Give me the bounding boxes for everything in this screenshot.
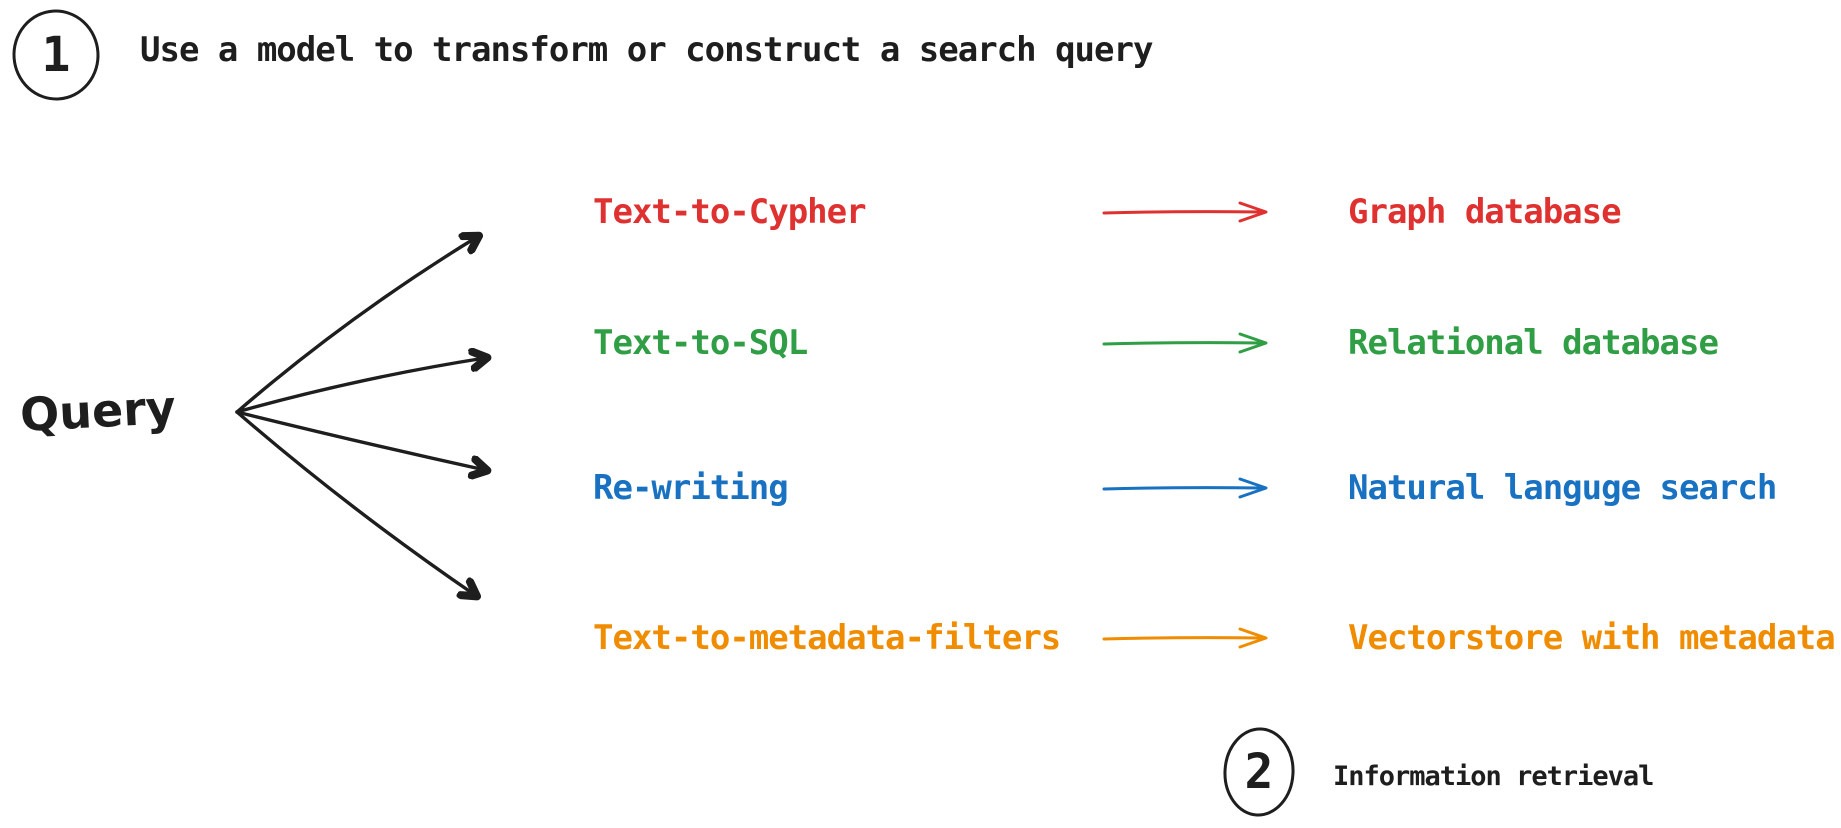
right-arrow-icon — [1102, 201, 1268, 223]
target-label: Natural languge search — [1348, 468, 1777, 508]
step-2-badge: 2 — [1220, 726, 1298, 818]
step-2-number: 2 — [1244, 744, 1274, 800]
step-1-number: 1 — [41, 27, 71, 83]
right-arrow-icon — [1102, 627, 1268, 649]
target-label: Relational database — [1348, 323, 1719, 363]
fan-arrow-to-row-1 — [235, 237, 477, 414]
query-label: Query — [18, 379, 178, 443]
right-arrow-icon — [1102, 477, 1268, 499]
target-label: Vectorstore with metadata — [1348, 618, 1836, 658]
row-text-to-metadata-filters: Text-to-metadata-filters Vectorstore wit… — [0, 616, 1841, 660]
row-text-to-sql: Text-to-SQL Relational database — [0, 321, 1841, 365]
fan-arrow-to-row-2 — [235, 358, 485, 414]
method-label: Re-writing — [593, 468, 789, 508]
step-2-circle — [1223, 727, 1295, 817]
method-label: Text-to-SQL — [593, 323, 808, 363]
query-fan-arrows — [235, 190, 500, 620]
row-text-to-cypher: Text-to-Cypher Graph database — [0, 190, 1841, 234]
method-label: Text-to-metadata-filters — [593, 618, 1061, 658]
step-2-title: Information retrieval — [1333, 761, 1654, 792]
step-1-title: Use a model to transform or construct a … — [140, 30, 1153, 70]
row-re-writing: Re-writing Natural languge search — [0, 466, 1841, 510]
step-1-circle-icon — [12, 9, 100, 101]
right-arrow-icon — [1102, 332, 1268, 354]
step-2-circle-icon — [1223, 727, 1295, 817]
method-label: Text-to-Cypher — [593, 192, 867, 232]
target-label: Graph database — [1348, 192, 1622, 232]
step-1-badge: 1 — [10, 8, 102, 102]
fan-arrow-to-row-3 — [235, 410, 485, 470]
fan-arrow-to-row-4 — [235, 410, 475, 595]
step-1-circle — [12, 9, 100, 101]
